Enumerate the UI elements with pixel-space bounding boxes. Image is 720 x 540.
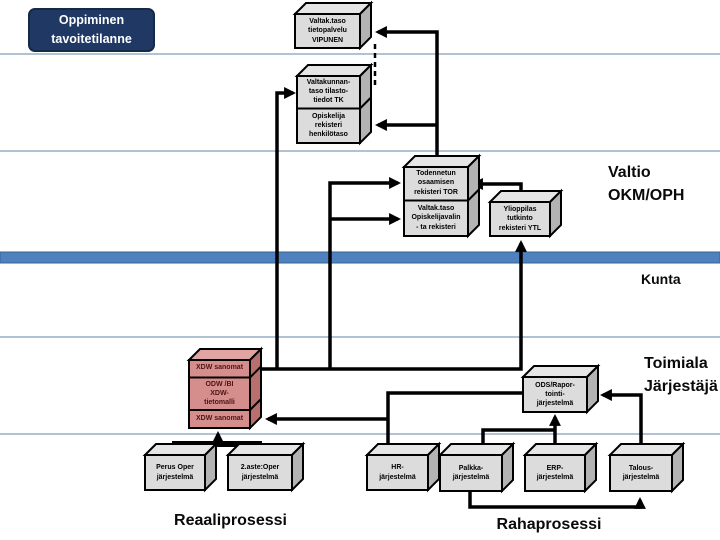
hr-box — [364, 441, 442, 493]
vipunen-box — [292, 0, 374, 51]
line-hr-to-ods — [386, 391, 523, 450]
tor-opiskelijavalinta-box — [401, 153, 482, 239]
ods-box — [520, 363, 601, 415]
section-dividers — [0, 53, 720, 435]
arrow-xdw-to-tilastotiedot — [275, 87, 296, 369]
slide-title: Oppiminen tavoitetilanne — [28, 8, 155, 52]
aste2-oper-box — [225, 441, 306, 493]
kunta-thick-divider — [0, 251, 720, 264]
perus-oper-box — [142, 441, 219, 493]
arrow-talous-to-ods — [600, 389, 643, 450]
erp-box — [522, 441, 599, 494]
tilastotiedot-opiskelijarekisteri-box — [294, 62, 374, 146]
talous-box — [607, 441, 686, 494]
palkka-box — [437, 441, 516, 494]
ytl-box — [487, 188, 564, 239]
xdw-stack-box — [186, 346, 264, 431]
diagram-boxes — [142, 0, 686, 494]
connector-lines — [172, 26, 646, 509]
arrow-xdw-to-tor — [328, 177, 401, 369]
arrow-xdw-to-ytl — [254, 240, 527, 371]
arrow-tor-to-vipunen — [375, 26, 439, 167]
arrow-palkka-to-talous — [468, 489, 646, 509]
